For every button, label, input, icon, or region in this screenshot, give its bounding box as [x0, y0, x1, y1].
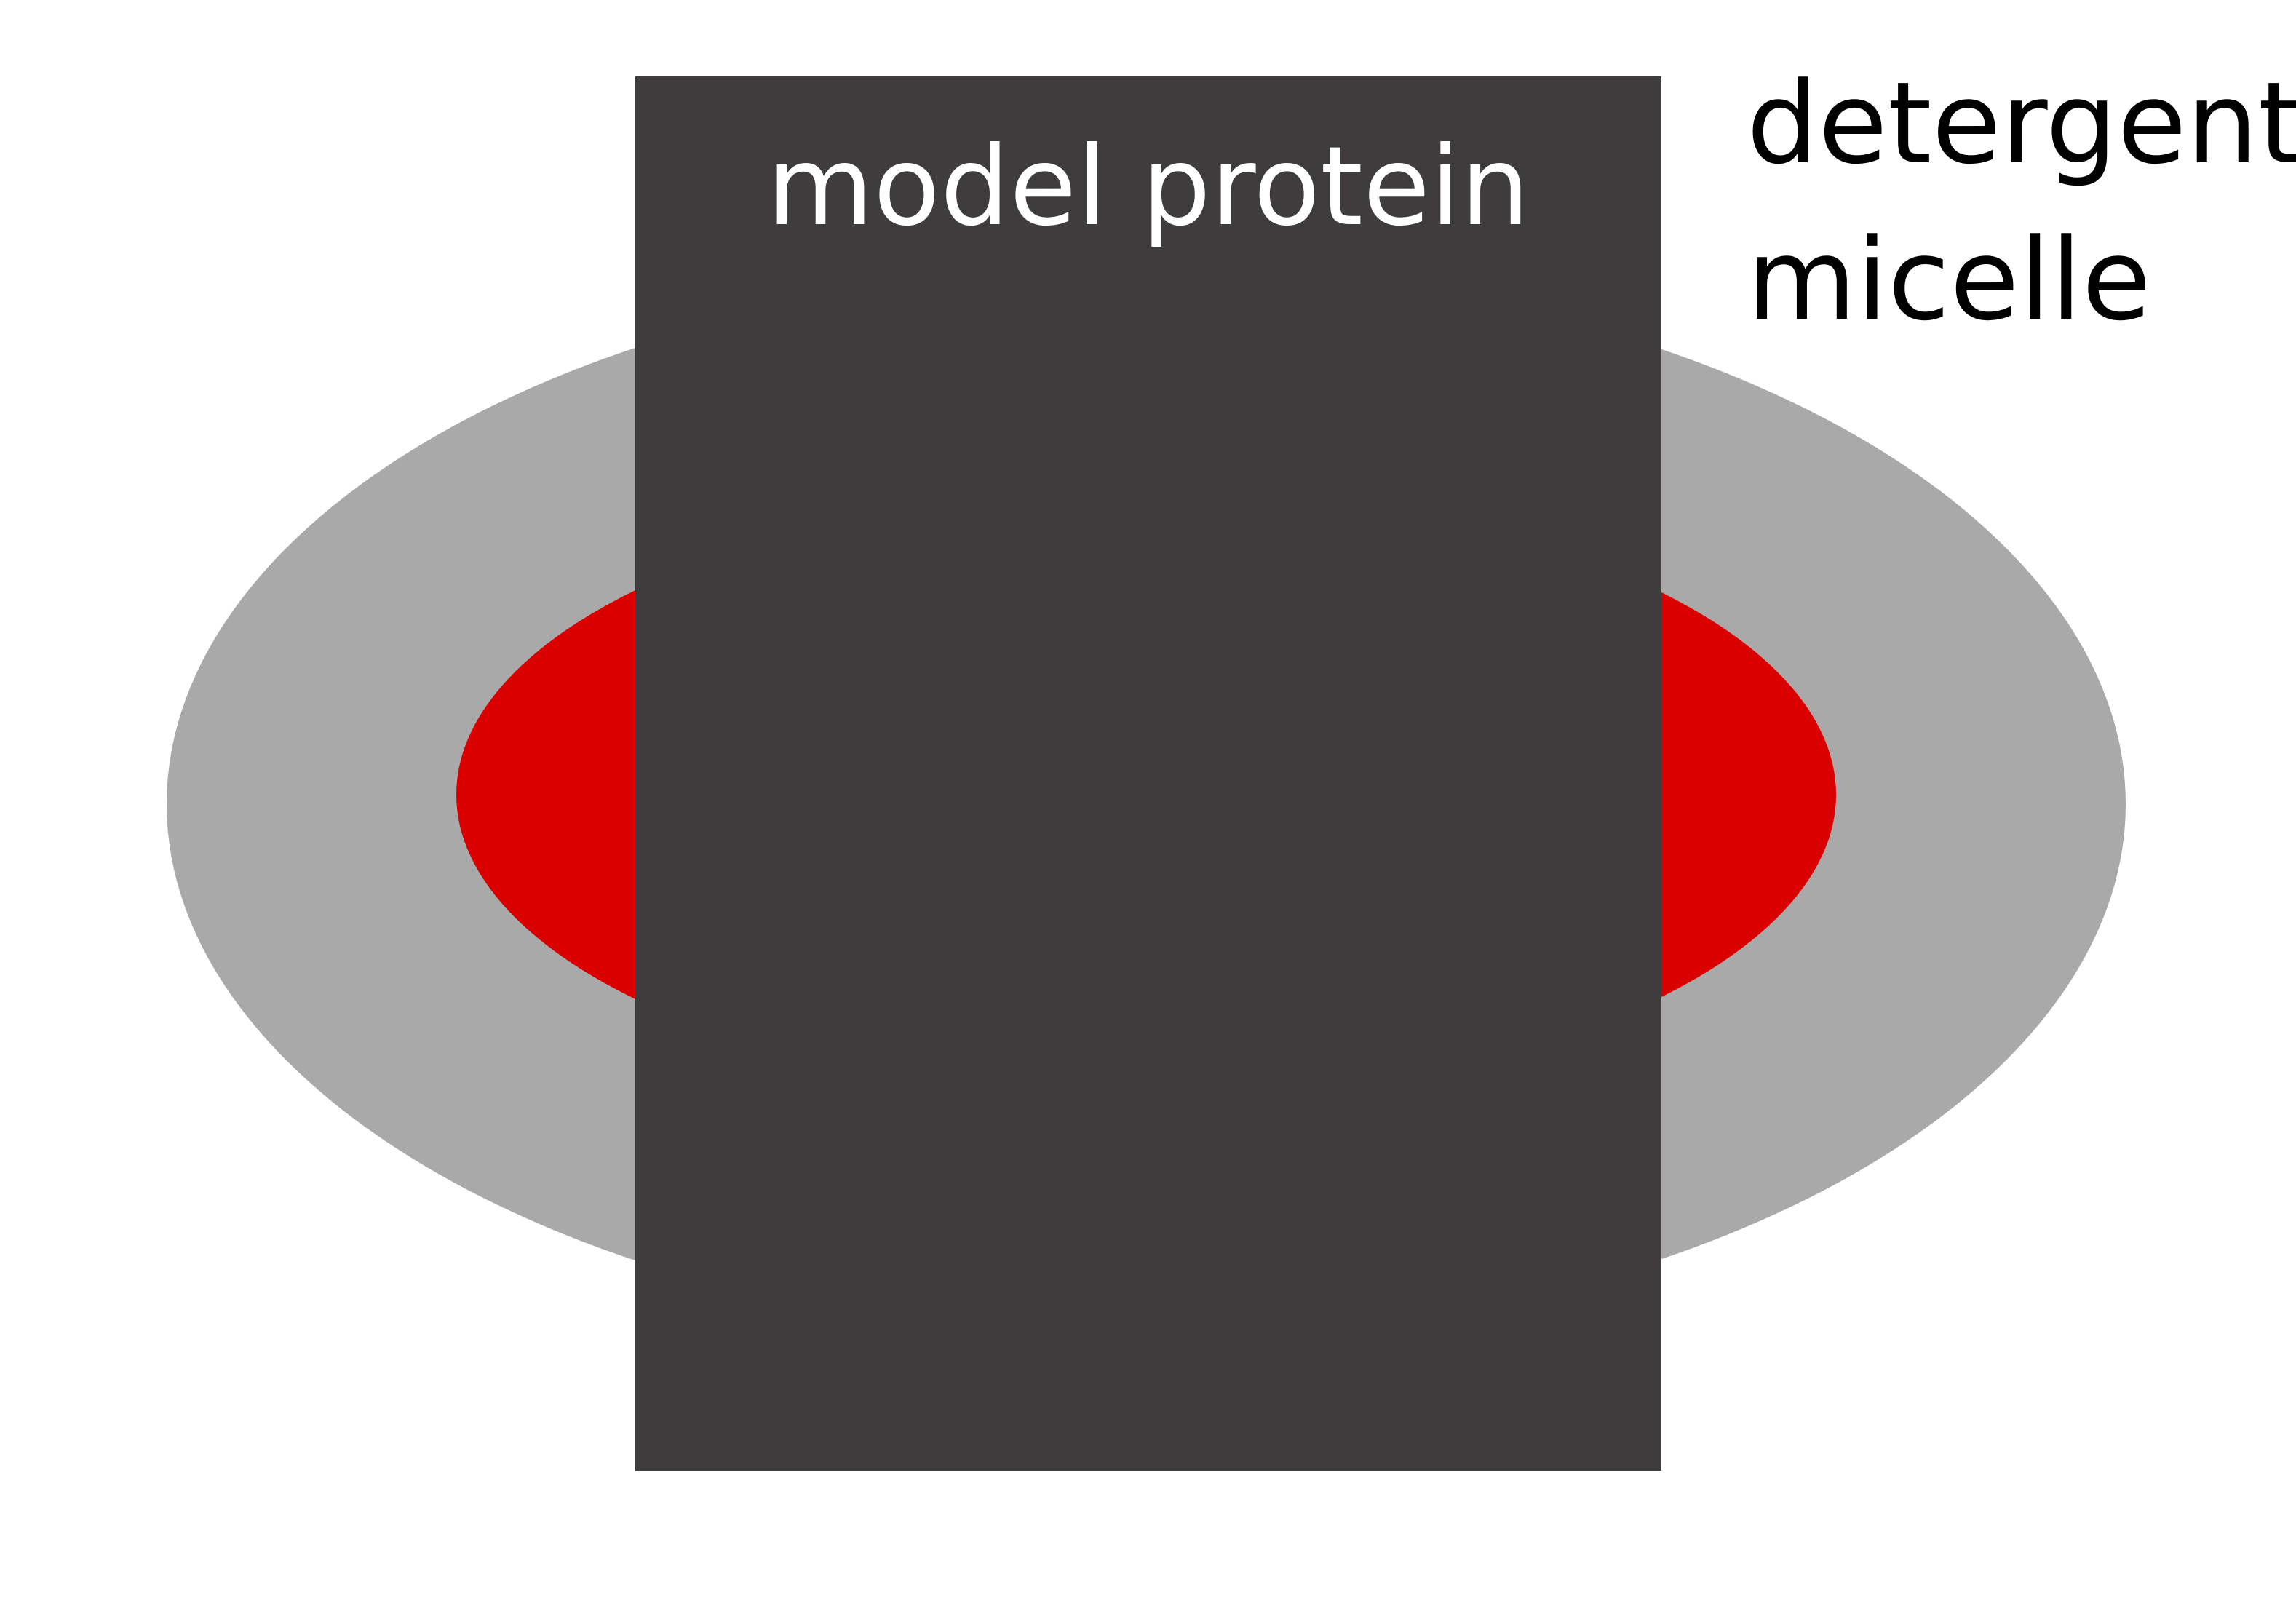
detergent-micelle-label-line2: micelle: [1747, 214, 2151, 346]
protein-label: model protein: [767, 124, 1530, 250]
model-protein: [635, 76, 1661, 1471]
detergent-micelle-label-line1: detergent: [1747, 57, 2296, 189]
